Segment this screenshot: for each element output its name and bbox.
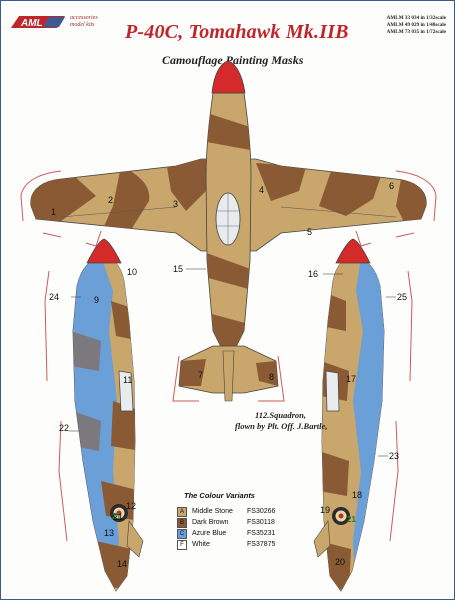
- mask-number-19: 19: [320, 505, 330, 515]
- variant-code: FS37875: [247, 541, 276, 548]
- swatch-middle-stone: A: [177, 506, 187, 517]
- page-subtitle: Camouflage Painting Masks: [162, 53, 304, 67]
- mask-number-21: 21: [113, 512, 123, 522]
- mask-number-5: 5: [307, 227, 312, 237]
- mask-number-18: 18: [352, 490, 362, 500]
- left-fuselage-marking: 21: [112, 512, 121, 521]
- left-canopy: [118, 370, 134, 412]
- right-fuselage-marking: 21: [347, 515, 356, 524]
- swatch-dark-brown: B: [177, 517, 187, 528]
- logo-text: AML: [20, 18, 43, 29]
- top-view-tailplane: [178, 345, 279, 402]
- variant-row-a: A Middle Stone FS30266: [177, 506, 297, 517]
- mask-number-25: 25: [397, 292, 407, 302]
- top-spinner: [211, 60, 246, 94]
- leader-lines: [69, 268, 396, 457]
- mask-number-12: 12: [126, 501, 136, 511]
- variant-code: FS35231: [247, 530, 276, 537]
- right-canopy: [325, 370, 340, 412]
- mask-number-2: 2: [108, 195, 113, 205]
- variant-code: FS30266: [247, 508, 276, 515]
- product-code-1-72: AMLM 73 035 in 1/72scale: [386, 29, 446, 35]
- squadron-caption: 112.Squadron, flown by Plt. Off. J.Bartl…: [229, 410, 349, 432]
- product-code-1-48: AMLM 49 029 in 1/48scale: [386, 22, 446, 28]
- brand-tagline: accessories model kits: [70, 15, 98, 29]
- tagline-line2: model kits: [70, 22, 95, 28]
- mask-number-4: 4: [259, 185, 264, 195]
- colour-variants-legend: The Colour Variants A Middle Stone FS302…: [177, 491, 297, 550]
- product-code-1-32: AMLM 33 034 in 1/32scale: [386, 15, 446, 21]
- caption-line1: 112.Squadron,: [255, 410, 307, 420]
- variant-name: White: [192, 541, 210, 548]
- mask-number-7: 7: [198, 370, 203, 380]
- mask-number-11: 11: [123, 375, 132, 385]
- variant-row-b: B Dark Brown FS30118: [177, 517, 297, 528]
- product-codes: AMLM 33 034 in 1/32scale AMLM 49 029 in …: [387, 15, 446, 36]
- variant-row-c: C Azure Blue FS35231: [177, 528, 297, 539]
- left-spinner: [86, 238, 122, 264]
- mask-number-23: 23: [389, 451, 399, 461]
- variant-name: Dark Brown: [192, 519, 229, 526]
- mask-outlines: [20, 170, 437, 542]
- variants-title: The Colour Variants: [184, 491, 255, 500]
- right-spinner: [335, 238, 371, 264]
- page-title: P-40C, Tomahawk Mk.IIB: [125, 21, 349, 43]
- mask-number-16: 16: [308, 269, 318, 279]
- mask-number-3: 3: [173, 199, 178, 209]
- top-view-wings: [30, 158, 427, 252]
- left-side-view: 21: [72, 238, 144, 592]
- mask-number-10: 10: [127, 267, 137, 277]
- variant-code: FS30118: [247, 519, 275, 526]
- aml-logo: AML: [11, 16, 65, 29]
- mask-number-20: 20: [335, 557, 345, 567]
- mask-number-13: 13: [104, 528, 114, 538]
- mask-number-labels: 1 2 3 4 5 6 7 8 9 10 11 12 13 14 15 16 1…: [49, 181, 407, 569]
- mask-number-1: 1: [51, 207, 56, 217]
- caption-line2: flown by Plt. Off. J.Bartle,: [235, 421, 328, 431]
- mask-number-6: 6: [389, 181, 394, 191]
- mask-number-15: 15: [173, 264, 183, 274]
- swatch-white: F: [177, 539, 187, 550]
- mask-number-17: 17: [346, 374, 356, 384]
- tagline-line1: accessories: [70, 15, 98, 21]
- mask-number-22: 22: [59, 423, 69, 433]
- variant-row-f: F White FS37875: [177, 539, 297, 550]
- mask-number-24: 24: [49, 292, 59, 302]
- top-view-fuselage: [205, 60, 252, 352]
- mask-number-8: 8: [269, 372, 274, 382]
- mask-number-9: 9: [94, 295, 99, 305]
- variant-name: Azure Blue: [192, 530, 227, 537]
- swatch-azure-blue: C: [177, 528, 187, 539]
- variant-name: Middle Stone: [192, 508, 233, 515]
- mask-number-14: 14: [117, 559, 127, 569]
